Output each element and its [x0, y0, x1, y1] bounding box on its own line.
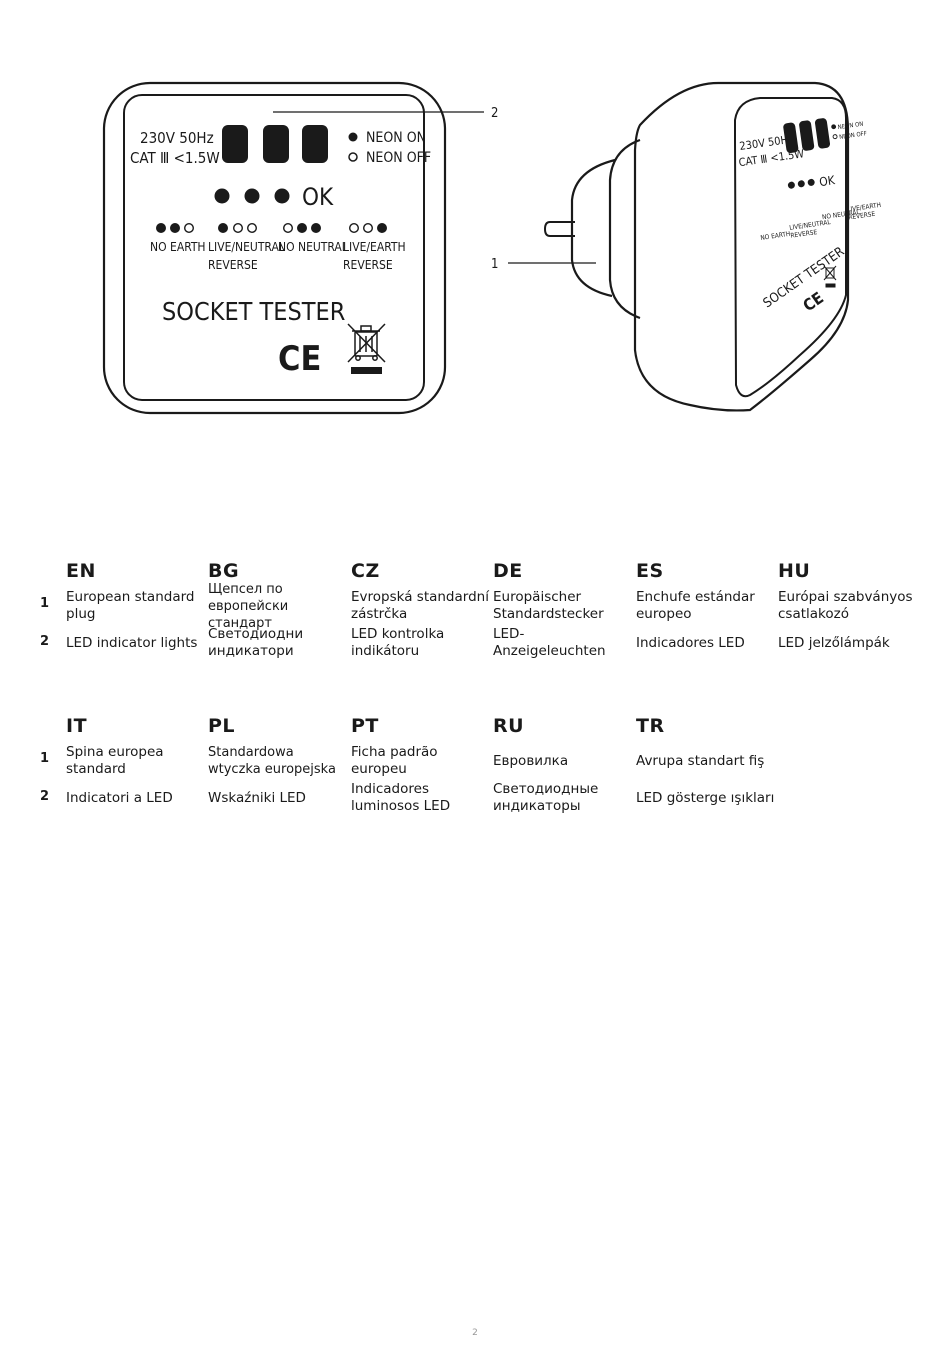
- front-lamp-3: [302, 125, 328, 163]
- cell-es-2: Indicadores LED: [636, 634, 745, 651]
- svg-text:NEON ON: NEON ON: [837, 121, 863, 132]
- svg-text:REVERSE: REVERSE: [343, 258, 393, 272]
- front-ok-label: OK: [302, 183, 334, 211]
- lang-header-pt: PT: [351, 715, 379, 737]
- page-number: 2: [472, 1328, 478, 1338]
- cell-it-2: Indicatori a LED: [66, 789, 173, 806]
- diagram-svg: 230V 50Hz CAT Ⅲ <1.5W NEON ON NEON OFF O…: [102, 81, 881, 415]
- row-number-2b: 2: [40, 789, 50, 804]
- cell-de-1: Europäischer Standardstecker: [493, 589, 604, 622]
- front-rating-2: CAT Ⅲ <1.5W: [130, 149, 220, 167]
- cell-pl-2: Wskaźniki LED: [208, 789, 306, 806]
- front-view: 230V 50Hz CAT Ⅲ <1.5W NEON ON NEON OFF O…: [102, 81, 447, 415]
- front-lamp-1: [222, 125, 248, 163]
- cell-en-1: European standard plug: [66, 589, 195, 622]
- cell-tr-2: LED gösterge ışıkları: [636, 789, 775, 806]
- cell-bg-1: Щепсел по европейски стандарт: [208, 581, 289, 631]
- svg-text:OK: OK: [818, 173, 836, 189]
- front-legend-off: NEON OFF: [366, 150, 431, 166]
- front-brand-text: SOCKET TESTER: [162, 297, 345, 326]
- state-live-earth-reverse: LIVE/EARTH REVERSE: [343, 222, 406, 272]
- callout-label-1: 1: [491, 257, 498, 272]
- side-view: 230V 50Hz CAT Ⅲ <1.5W NEON ON NEON OFF O…: [543, 81, 881, 412]
- lang-header-en: EN: [66, 560, 96, 582]
- lang-header-bg: BG: [208, 560, 240, 582]
- state-no-earth: NO EARTH: [150, 222, 206, 254]
- front-lamp-2: [263, 125, 289, 163]
- front-rating-1: 230V 50Hz: [140, 129, 214, 147]
- svg-text:REVERSE: REVERSE: [848, 210, 876, 222]
- weee-bar: [351, 367, 382, 374]
- cell-bg-2: Светодиодни индикатори: [208, 626, 304, 659]
- cell-hu-1: Európai szabványos csatlakozó: [778, 589, 913, 622]
- state-live-neutral-reverse: LIVE/NEUTRAL REVERSE: [208, 222, 285, 272]
- product-diagram: 230V 50Hz CAT Ⅲ <1.5W NEON ON NEON OFF O…: [0, 0, 950, 430]
- callout-label-2: 2: [491, 106, 498, 121]
- row-number-2: 2: [40, 634, 50, 649]
- svg-text:LIVE/EARTH: LIVE/EARTH: [343, 240, 406, 254]
- lang-header-ru: RU: [493, 715, 525, 737]
- svg-text:LIVE/NEUTRAL: LIVE/NEUTRAL: [208, 240, 285, 254]
- lang-header-hu: HU: [778, 560, 811, 582]
- lang-header-it: IT: [66, 715, 88, 737]
- cell-ru-2: Светодиодные индикаторы: [493, 781, 599, 814]
- cell-pl-1: Standardowa wtyczka europejska: [208, 745, 336, 777]
- cell-pt-1: Ficha padrão europeu: [351, 744, 438, 777]
- svg-text:REVERSE: REVERSE: [790, 228, 818, 240]
- cell-pt-2: Indicadores luminosos LED: [351, 781, 451, 814]
- cell-cz-2: LED kontrolka indikátoru: [351, 626, 445, 659]
- cell-de-2: LED-Anzeigeleuchten: [493, 626, 606, 659]
- svg-text:REVERSE: REVERSE: [208, 258, 258, 272]
- cell-ru-1: Евровилка: [493, 752, 569, 769]
- cell-it-1: Spina europea standard: [66, 744, 164, 777]
- svg-text:NO EARTH: NO EARTH: [760, 230, 791, 242]
- cell-es-1: Enchufe estándar europeo: [636, 589, 755, 622]
- ce-mark-icon: CE: [278, 339, 321, 379]
- state-no-neutral: NO NEUTRAL: [278, 222, 348, 254]
- cell-en-2: LED indicator lights: [66, 634, 198, 651]
- row-number-1b: 1: [40, 751, 50, 766]
- lang-header-es: ES: [636, 560, 664, 582]
- svg-text:NEON OFF: NEON OFF: [839, 130, 868, 141]
- neon-off-icon: [348, 152, 358, 162]
- cell-cz-1: Evropská standardní zástrčka: [351, 589, 489, 622]
- lang-header-de: DE: [493, 560, 523, 582]
- front-legend-on: NEON ON: [366, 130, 426, 146]
- svg-text:CE: CE: [799, 288, 827, 315]
- svg-text:NO EARTH: NO EARTH: [150, 240, 206, 254]
- cell-tr-1: Avrupa standart fiş: [636, 752, 765, 769]
- neon-on-icon: [348, 132, 358, 142]
- svg-text:NO NEUTRAL: NO NEUTRAL: [278, 240, 348, 254]
- lang-header-cz: CZ: [351, 560, 380, 582]
- lang-header-pl: PL: [208, 715, 236, 737]
- row-number-1: 1: [40, 596, 50, 611]
- cell-hu-2: LED jelzőlámpák: [778, 634, 890, 651]
- weee-bin-icon: [347, 323, 386, 363]
- lang-header-tr: TR: [636, 715, 665, 737]
